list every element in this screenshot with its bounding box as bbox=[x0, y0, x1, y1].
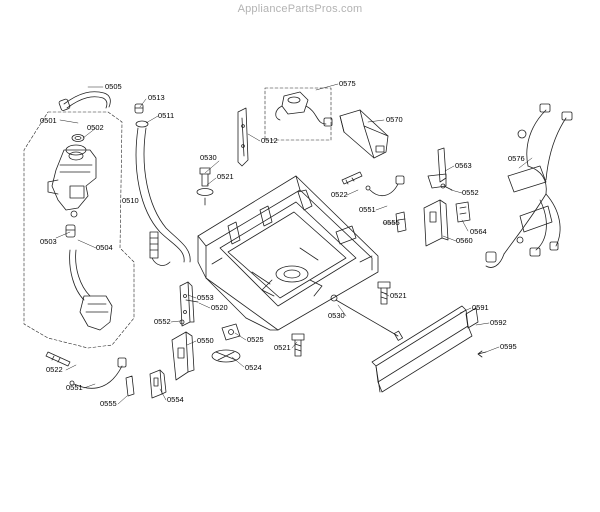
callout-0591: 0591 bbox=[472, 303, 489, 312]
callout-0505: 0505 bbox=[105, 82, 122, 91]
fill-assembly-outline bbox=[23, 111, 135, 349]
part-0591-kickplate bbox=[371, 305, 473, 393]
part-0521-screw-mid bbox=[377, 281, 391, 305]
sensor-group-outline bbox=[264, 87, 332, 141]
part-0522-screw-lower bbox=[45, 351, 71, 367]
base-frame bbox=[197, 175, 379, 331]
part-0550-bracket bbox=[171, 331, 195, 381]
part-0551-wire-lower bbox=[69, 357, 127, 389]
callout-0595: 0595 bbox=[500, 342, 517, 351]
part-0552-screw-upper bbox=[440, 183, 453, 191]
part-0552-screw-lower bbox=[179, 319, 185, 325]
callout-0504: 0504 bbox=[96, 243, 113, 252]
part-0592-strip bbox=[465, 307, 479, 329]
callout-0530-lower: 0530 bbox=[328, 311, 345, 320]
part-0595-arrow bbox=[477, 350, 487, 358]
callout-0520: 0520 bbox=[211, 303, 228, 312]
part-0553-screw bbox=[185, 299, 199, 303]
callout-0513: 0513 bbox=[148, 93, 165, 102]
callout-0502: 0502 bbox=[87, 123, 104, 132]
part-0503-fitting bbox=[65, 224, 76, 238]
callout-0552-upper: 0552 bbox=[462, 188, 479, 197]
part-0554-bracket bbox=[149, 369, 167, 399]
callout-0551-lower: 0551 bbox=[66, 383, 83, 392]
callout-0550: 0550 bbox=[197, 336, 214, 345]
part-0555-clip-upper bbox=[395, 211, 407, 233]
part-0502-ring bbox=[71, 134, 85, 142]
callout-0555-lower: 0555 bbox=[100, 399, 117, 408]
callout-0553: 0553 bbox=[197, 293, 214, 302]
callout-0576: 0576 bbox=[508, 154, 525, 163]
part-0560-bracket bbox=[423, 199, 449, 247]
watermark: AppliancePartsPros.com bbox=[237, 3, 363, 15]
callout-0570: 0570 bbox=[386, 115, 403, 124]
part-0510-drain-hose bbox=[135, 127, 191, 266]
part-0551-wire-upper bbox=[365, 175, 405, 197]
callout-0552-lower: 0552 bbox=[154, 317, 171, 326]
part-0530-foot bbox=[196, 167, 214, 196]
callout-0530-upper: 0530 bbox=[200, 153, 217, 162]
part-0555-clip-lower bbox=[125, 375, 135, 397]
part-0511-clamp bbox=[135, 120, 149, 128]
part-0504-hose bbox=[69, 249, 113, 331]
callout-0522-lower: 0522 bbox=[46, 365, 63, 374]
callout-0503: 0503 bbox=[40, 237, 57, 246]
callout-0551-upper: 0551 bbox=[359, 205, 376, 214]
callout-0521-mid: 0521 bbox=[390, 291, 407, 300]
callout-0511: 0511 bbox=[158, 111, 175, 120]
part-0525-clip bbox=[221, 323, 241, 341]
callout-0522-upper: 0522 bbox=[331, 190, 348, 199]
callout-0510: 0510 bbox=[122, 196, 139, 205]
callout-0521-upper: 0521 bbox=[217, 172, 234, 181]
part-0564-switch bbox=[455, 201, 471, 223]
part-0576-wire-harness bbox=[485, 103, 573, 268]
part-0563-bracket bbox=[427, 147, 447, 189]
callout-0592: 0592 bbox=[490, 318, 507, 327]
callout-0555-upper: 0555 bbox=[383, 218, 400, 227]
callout-0512: 0512 bbox=[261, 136, 278, 145]
part-0512-bracket bbox=[237, 107, 249, 167]
part-0521-screw-lower bbox=[291, 333, 305, 357]
part-0575-sensor bbox=[275, 91, 333, 127]
part-0520-bracket bbox=[179, 281, 195, 327]
part-0524-disc bbox=[211, 349, 241, 363]
callout-0563: 0563 bbox=[455, 161, 472, 170]
part-0505-hose bbox=[58, 91, 111, 111]
callout-0560: 0560 bbox=[456, 236, 473, 245]
leader-lines bbox=[55, 83, 533, 405]
callout-0554: 0554 bbox=[167, 395, 184, 404]
callout-0501: 0501 bbox=[40, 116, 57, 125]
part-0570-module bbox=[339, 109, 389, 159]
part-0513-cap bbox=[134, 103, 144, 114]
part-0501-valve bbox=[47, 144, 97, 218]
callout-0524: 0524 bbox=[245, 363, 262, 372]
part-0530-rod bbox=[330, 294, 403, 341]
callout-0575: 0575 bbox=[339, 79, 356, 88]
callout-0521-lower: 0521 bbox=[274, 343, 291, 352]
part-0522-screw-upper bbox=[341, 171, 363, 185]
callout-0525: 0525 bbox=[247, 335, 264, 344]
callout-0564: 0564 bbox=[470, 227, 487, 236]
